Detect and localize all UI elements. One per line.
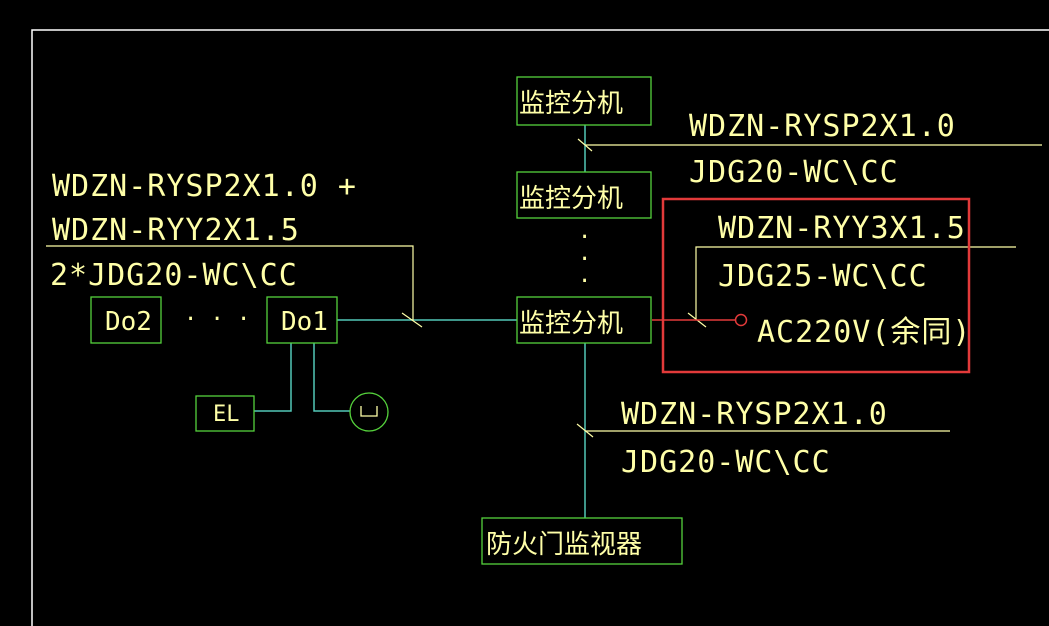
- left-cable-leader: [46, 245, 414, 320]
- do1-to-el-wire: [254, 343, 292, 412]
- vertical-ellipsis-1: ·: [578, 225, 591, 250]
- top-right-cable-tick: [577, 138, 593, 152]
- monitor-unit-middle-label: 监控分机: [519, 184, 623, 214]
- monitor-unit-top: 监控分机: [516, 76, 652, 126]
- monitor-unit-top-label: 监控分机: [519, 89, 623, 119]
- el-label: EL: [213, 402, 240, 427]
- monitor-unit-main-label: 监控分机: [519, 309, 623, 339]
- do1-box: Do1: [266, 296, 338, 344]
- power-terminal-icon: [734, 313, 748, 327]
- power-cable-line1: WDZN-RYY3X1.5: [718, 211, 966, 246]
- bottom-cable-line1: WDZN-RYSP2X1.0: [621, 397, 888, 432]
- power-cable-line2: JDG25-WC\CC: [718, 259, 928, 294]
- el-box: EL: [195, 395, 255, 432]
- top-right-cable-line2: JDG20-WC\CC: [689, 155, 899, 190]
- device-ellipsis: · · ·: [184, 307, 250, 332]
- bottom-cable-tick: [576, 423, 594, 438]
- monitor-unit-main: 监控分机: [516, 296, 652, 344]
- left-cable-tick: [401, 312, 423, 328]
- top-right-cable-line1: WDZN-RYSP2X1.0: [689, 109, 956, 144]
- power-cable-leader: [695, 246, 1016, 320]
- left-cable-line3: 2*JDG20-WC\CC: [50, 258, 298, 293]
- drawing-frame: [31, 29, 1049, 626]
- do2-box: Do2: [90, 296, 162, 344]
- door-monitor: 防火门监视器: [481, 517, 683, 565]
- monitor-unit-middle: 监控分机: [516, 171, 652, 219]
- bottom-cable-line2: JDG20-WC\CC: [621, 445, 831, 480]
- power-cable-line3: AC220V(余同): [757, 315, 972, 350]
- left-cable-line2: WDZN-RYY2X1.5: [52, 213, 300, 248]
- do1-to-holder-wire: [313, 343, 350, 412]
- do2-label: Do2: [105, 307, 152, 337]
- left-cable-line1: WDZN-RYSP2X1.0 +: [52, 169, 357, 204]
- vertical-ellipsis-3: ·: [578, 269, 591, 294]
- door-monitor-label: 防火门监视器: [486, 530, 642, 560]
- do1-label: Do1: [281, 307, 328, 337]
- highlight-box: [661, 197, 971, 374]
- door-holder-icon: [349, 392, 389, 432]
- vertical-ellipsis-2: ·: [578, 247, 591, 272]
